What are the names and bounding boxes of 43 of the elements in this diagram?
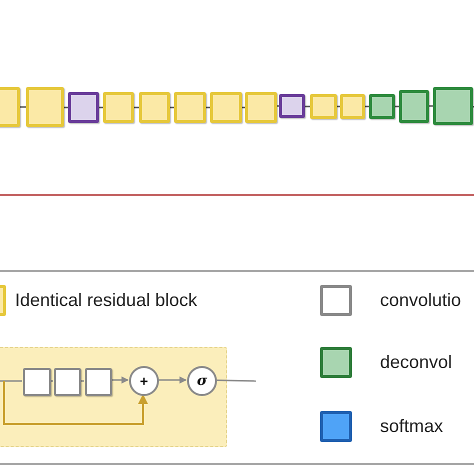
layer-block bbox=[279, 94, 305, 118]
arrow bbox=[111, 376, 129, 384]
skip-connection-arrow bbox=[3, 381, 148, 425]
connector-line bbox=[216, 380, 256, 382]
plus-symbol: + bbox=[140, 374, 148, 388]
connector-line bbox=[64, 106, 68, 108]
sigma-symbol: σ bbox=[196, 374, 208, 388]
connector-line bbox=[395, 106, 399, 108]
connector-line bbox=[0, 380, 22, 382]
layer-block bbox=[174, 92, 206, 123]
layer-block bbox=[103, 92, 134, 123]
layer-block bbox=[433, 87, 473, 125]
layer-block bbox=[310, 94, 337, 119]
legend-label: deconvol bbox=[380, 352, 452, 373]
operation-circle bbox=[187, 366, 217, 396]
layer-block bbox=[85, 368, 112, 396]
legend-label: convolutio bbox=[380, 290, 462, 311]
layer-block bbox=[399, 90, 429, 123]
connector-line bbox=[99, 106, 103, 108]
connector-line bbox=[337, 106, 340, 108]
connector-line bbox=[170, 106, 174, 108]
layer-block bbox=[340, 94, 365, 119]
residual-block-panel bbox=[0, 347, 227, 447]
legend-label: softmax bbox=[380, 416, 444, 437]
layer-block bbox=[54, 368, 81, 396]
operation-circle bbox=[129, 366, 159, 396]
connector-line bbox=[206, 106, 210, 108]
connector-line bbox=[429, 105, 433, 107]
arrow bbox=[158, 376, 187, 384]
layer-block bbox=[210, 92, 242, 123]
connector-line bbox=[305, 106, 310, 108]
connector-line bbox=[134, 106, 139, 108]
layer-block bbox=[139, 92, 170, 123]
connector-line bbox=[277, 105, 279, 107]
connector-line bbox=[20, 106, 26, 108]
layer-block bbox=[369, 94, 395, 119]
layer-block bbox=[26, 87, 64, 127]
layer-block bbox=[68, 92, 99, 123]
layer-block bbox=[245, 92, 277, 123]
connector-line bbox=[242, 106, 245, 108]
connector-line bbox=[365, 106, 369, 108]
layer-block bbox=[23, 368, 51, 396]
legend-label: Identical residual block bbox=[15, 290, 198, 311]
